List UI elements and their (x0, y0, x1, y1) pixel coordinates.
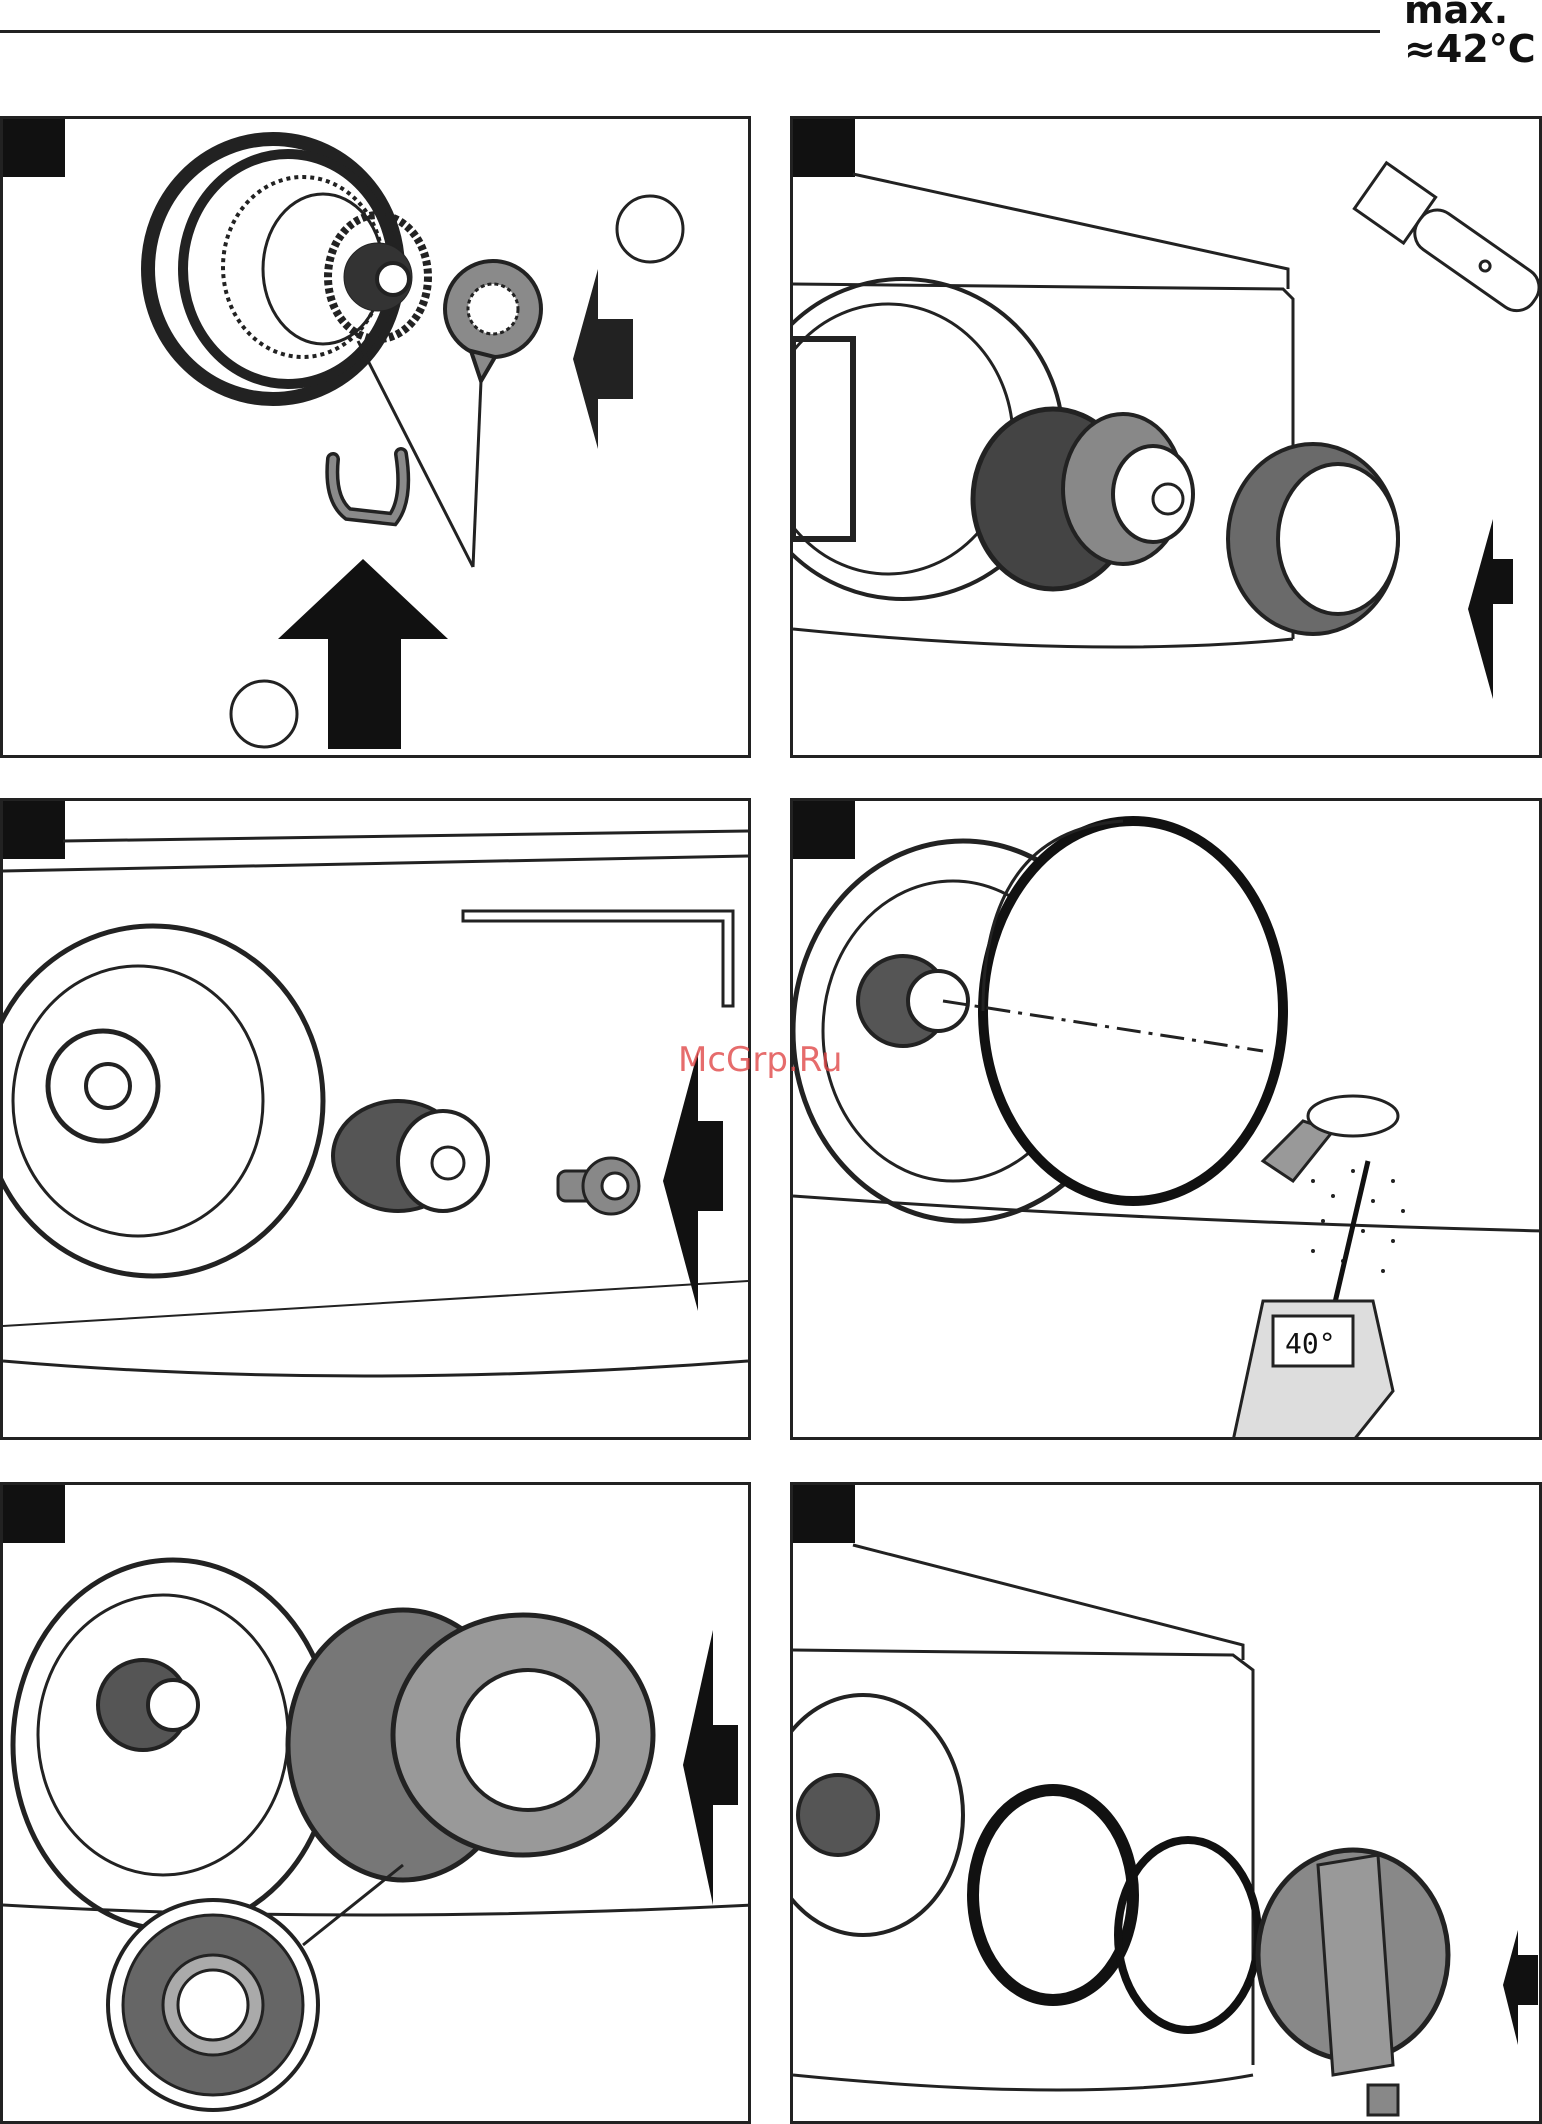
watermark: McGrp.Ru (678, 1040, 842, 1080)
temperature-label: ≈42°C (1404, 28, 1536, 70)
o-ring (1118, 1840, 1258, 2030)
step-circle-b (231, 681, 297, 747)
thermostat-knob (1258, 1850, 1448, 2115)
allen-key (463, 911, 733, 1006)
screw (558, 1158, 639, 1214)
arrow-left (1503, 1930, 1538, 2045)
knob-assembly-illustration (793, 1485, 1542, 2124)
step-panel-4: 40° (790, 798, 1542, 1440)
temperature-stop (288, 1610, 653, 1880)
arrow-left (683, 1630, 738, 1905)
cartridge (973, 409, 1193, 589)
stop-ring-illustration (3, 1485, 751, 2124)
toothed-ring (445, 261, 541, 381)
step-panel-5 (0, 1482, 751, 2124)
digital-thermometer (1233, 1301, 1393, 1440)
step-panel-3 (0, 798, 751, 1440)
step-panel-2 (790, 116, 1542, 758)
cartridge-clip-illustration (3, 119, 751, 758)
header-rule (0, 30, 1380, 33)
thermometer-display: 40° (1285, 1327, 1336, 1360)
unscrew-cartridge-illustration (793, 119, 1542, 758)
temperature-calibration-illustration: 40° (793, 801, 1542, 1440)
water-spray (1311, 1169, 1405, 1273)
magnifier (983, 821, 1283, 1201)
step-panel-1 (0, 116, 751, 758)
allen-screw-illustration (3, 801, 751, 1440)
socket-wrench (1354, 163, 1542, 324)
arrow-left (1468, 519, 1513, 699)
arrow-left (663, 1051, 723, 1311)
hex-nut (1228, 444, 1398, 634)
arrow-up (278, 559, 448, 749)
step-panel-6 (790, 1482, 1542, 2124)
max-label: max. (1404, 0, 1508, 30)
shower-head (1263, 1096, 1398, 1181)
cover-ring (973, 1790, 1133, 2000)
spline-adapter (333, 1101, 488, 1211)
step-circle-a (617, 196, 683, 262)
thermostat-cartridge (148, 139, 428, 399)
